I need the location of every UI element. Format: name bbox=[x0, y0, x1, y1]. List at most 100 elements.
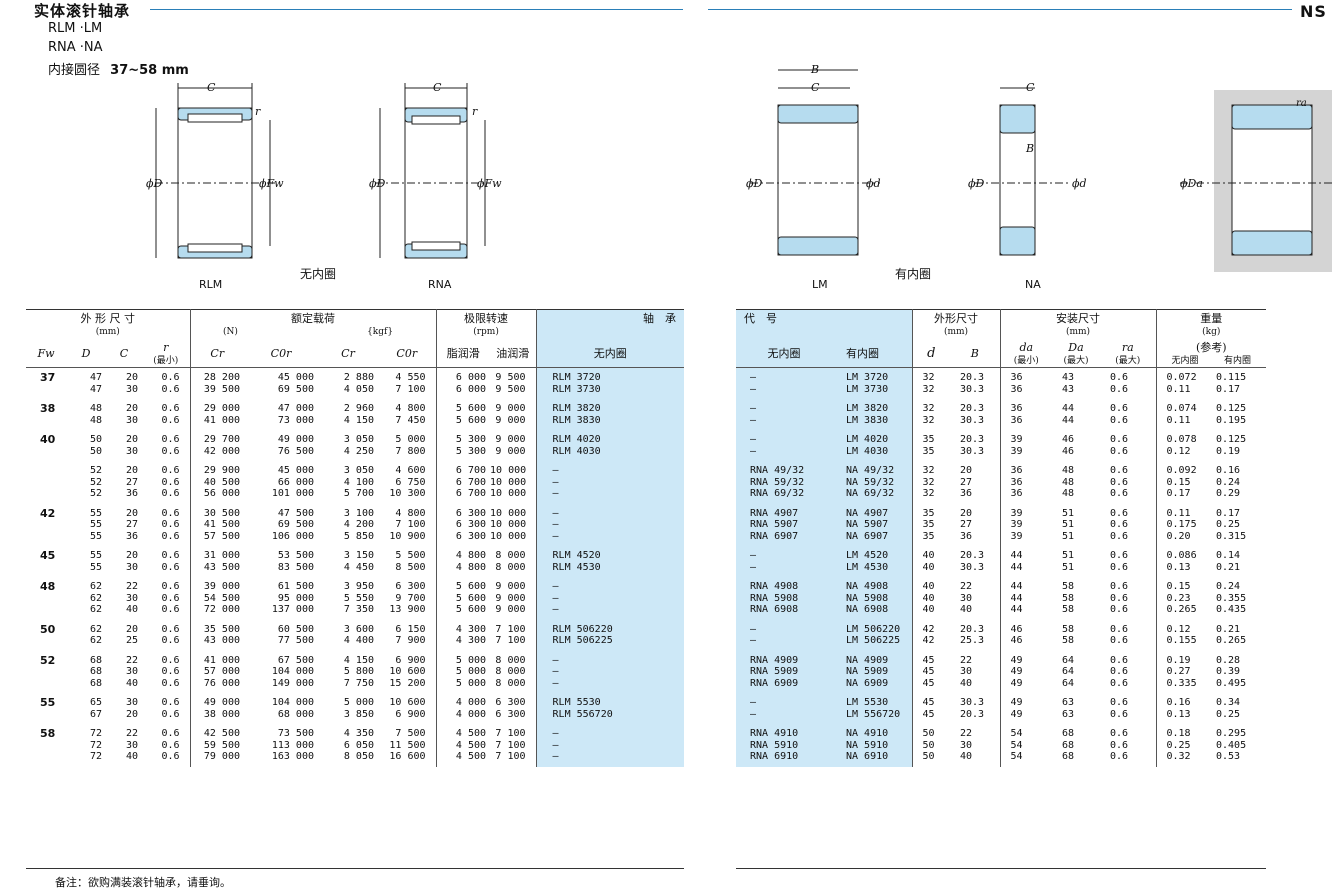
right-cell-B: 20.3 30.3 bbox=[950, 399, 1001, 430]
right-cell-w1: 0.086 0.13 bbox=[1166, 550, 1197, 573]
left-cell-kc0r: 7 500 11 500 16 600 bbox=[378, 724, 437, 767]
left-cell-D: 47 47 bbox=[89, 372, 102, 395]
right-cell-w2: 0.125 0.19 bbox=[1216, 434, 1247, 457]
diagram-no-inner-ring bbox=[155, 83, 490, 259]
lm-bearing-drawing bbox=[750, 69, 880, 256]
left-cell-code: — — — bbox=[536, 724, 685, 767]
left-cell-gr: 5 300 5 300 bbox=[455, 434, 487, 457]
left-cell-c0r: 53 500 83 500 bbox=[277, 550, 314, 573]
rlm-phiD-label: ϕD bbox=[146, 177, 163, 190]
left-cell-code: RLM 506220 RLM 506225 bbox=[536, 619, 685, 651]
col-cr: Cr bbox=[210, 347, 225, 360]
right-cell-ra: 0.6 0.6 0.6 bbox=[1100, 461, 1157, 504]
right-cell-with: LM 3720 LM 3730 bbox=[832, 367, 913, 399]
right-cell-no: RNA 4908 RNA 5908 RNA 6908 bbox=[736, 577, 832, 620]
right-cell-w1: 0.16 0.13 bbox=[1166, 697, 1191, 720]
right-cell-d: 40 40 40 bbox=[922, 581, 935, 615]
left-cell-gr: 4 800 4 800 bbox=[455, 550, 487, 573]
left-cell-r: 0.6 0.6 bbox=[142, 693, 191, 724]
bearing-header: 轴 承 bbox=[536, 309, 685, 341]
right-cell-B: 30.3 20.3 bbox=[950, 693, 1001, 724]
right-cell-with: LM 5530 LM 556720 bbox=[832, 693, 913, 724]
left-cell-D: 50 50 bbox=[89, 434, 102, 457]
left-cell-oil: 9 000 9 000 bbox=[490, 399, 537, 430]
right-cell-w1: 0.15 0.23 0.265 bbox=[1166, 581, 1197, 615]
left-cell-cr: 35 500 43 000 bbox=[203, 623, 240, 647]
right-cell-w2: 0.21 0.265 bbox=[1216, 623, 1247, 647]
col-noinner: 无内圈 bbox=[536, 341, 685, 368]
mount-phiDa-label: ϕDa bbox=[1180, 177, 1203, 190]
left-cell-r: 0.6 0.6 bbox=[142, 399, 191, 430]
bore-range-label: 内接圆径 bbox=[48, 63, 101, 78]
rlm-r-label: r bbox=[255, 105, 261, 118]
left-cell-fw: 55 bbox=[40, 696, 56, 709]
col-code-noinner: 无内圈 bbox=[736, 341, 832, 368]
right-cell-da: 44 44 44 bbox=[1010, 581, 1023, 615]
header-rule-left bbox=[150, 9, 683, 10]
right-cell-w2: 0.24 0.355 0.435 bbox=[1216, 581, 1247, 615]
left-cell-oil: 8 000 8 000 bbox=[490, 546, 537, 577]
left-cell-cr: 29 900 40 500 56 000 bbox=[203, 465, 240, 499]
right-cell-B: 20.3 30.3 bbox=[950, 367, 1001, 399]
right-cell-with: NA 4907 NA 5907 NA 6907 bbox=[832, 503, 913, 546]
right-cell-w1: 0.18 0.25 0.32 bbox=[1166, 728, 1191, 762]
left-cell-fw: 48 bbox=[40, 580, 56, 593]
header-rule-right bbox=[708, 9, 1292, 10]
right-cell-ra: 0.6 0.6 0.6 bbox=[1100, 650, 1157, 693]
col-oil: 油润滑 bbox=[490, 341, 537, 368]
left-cell-C: 20 25 bbox=[125, 623, 138, 647]
col-d: d bbox=[927, 346, 936, 361]
right-cell-da: 54 54 54 bbox=[1010, 728, 1023, 762]
series-line-1: RLM ·LM bbox=[48, 21, 103, 36]
rlm-C-label: C bbox=[207, 81, 216, 94]
right-cell-no: — — bbox=[736, 367, 832, 399]
right-cell-w2: 0.125 0.195 bbox=[1216, 403, 1247, 426]
left-cell-kcr: 3 600 4 400 bbox=[343, 623, 374, 647]
right-cell-Da: 58 58 58 bbox=[1062, 581, 1075, 615]
right-cell-d: 32 32 bbox=[922, 403, 935, 426]
left-cell-code: — — — bbox=[536, 577, 685, 620]
left-cell-c0r: 67 500 104 000 149 000 bbox=[271, 654, 314, 689]
left-cell-code: — — — bbox=[536, 503, 685, 546]
left-cell-cr: 29 000 41 000 bbox=[203, 403, 240, 426]
right-cell-with: NA 4909 NA 5909 NA 6909 bbox=[832, 650, 913, 693]
col-Da: Da(最大) bbox=[1063, 340, 1089, 366]
left-cell-D: 48 48 bbox=[89, 403, 102, 426]
left-cell-cr: 31 000 43 500 bbox=[203, 550, 240, 573]
right-cell-da: 36 36 bbox=[1010, 403, 1023, 426]
right-cell-d: 45 45 bbox=[922, 697, 935, 720]
left-cell-gr: 6 300 6 300 6 300 bbox=[455, 507, 487, 542]
right-cell-ra: 0.6 0.6 0.6 bbox=[1100, 724, 1157, 767]
left-cell-fw: 42 bbox=[40, 506, 56, 520]
right-cell-with: NA 4908 NA 5908 NA 6908 bbox=[832, 577, 913, 620]
right-cell-da: 36 36 36 bbox=[1010, 465, 1023, 499]
na-phiD-label: ϕD bbox=[968, 177, 985, 190]
right-cell-no: RNA 4907 RNA 5907 RNA 6907 bbox=[736, 503, 832, 546]
lm-C-label: C bbox=[811, 81, 820, 94]
left-cell-kc0r: 6 300 9 700 13 900 bbox=[378, 577, 437, 620]
right-spec-table: 代 号 外形尺寸(mm) 安装尺寸(mm) 重量(kg) 无内圈 有内圈 d B… bbox=[736, 309, 1266, 767]
code-header: 代 号 bbox=[736, 309, 913, 341]
mounting-drawing bbox=[1180, 90, 1332, 272]
left-cell-oil: 7 100 7 100 bbox=[490, 619, 537, 651]
left-cell-C: 20 30 bbox=[125, 434, 138, 457]
right-cell-no: RNA 4910 RNA 5910 RNA 6910 bbox=[736, 724, 832, 767]
left-cell-cr: 49 000 38 000 bbox=[203, 697, 240, 720]
right-cell-da: 39 39 bbox=[1010, 434, 1023, 457]
right-cell-B: 20.3 30.3 bbox=[950, 430, 1001, 461]
right-cell-da: 39 39 39 bbox=[1010, 507, 1023, 542]
left-cell-oil: 9 500 9 500 bbox=[490, 367, 537, 399]
right-cell-Da: 58 58 bbox=[1062, 623, 1075, 647]
right-cell-B: 20.3 25.3 bbox=[950, 619, 1001, 651]
left-cell-cr: 39 000 54 500 72 000 bbox=[203, 581, 240, 615]
left-cell-cr: 41 000 57 000 76 000 bbox=[203, 654, 240, 689]
right-cell-w1: 0.092 0.15 0.17 bbox=[1166, 465, 1197, 499]
left-cell-D: 52 52 52 bbox=[89, 465, 102, 499]
left-cell-cr: 28 200 39 500 bbox=[203, 372, 240, 395]
